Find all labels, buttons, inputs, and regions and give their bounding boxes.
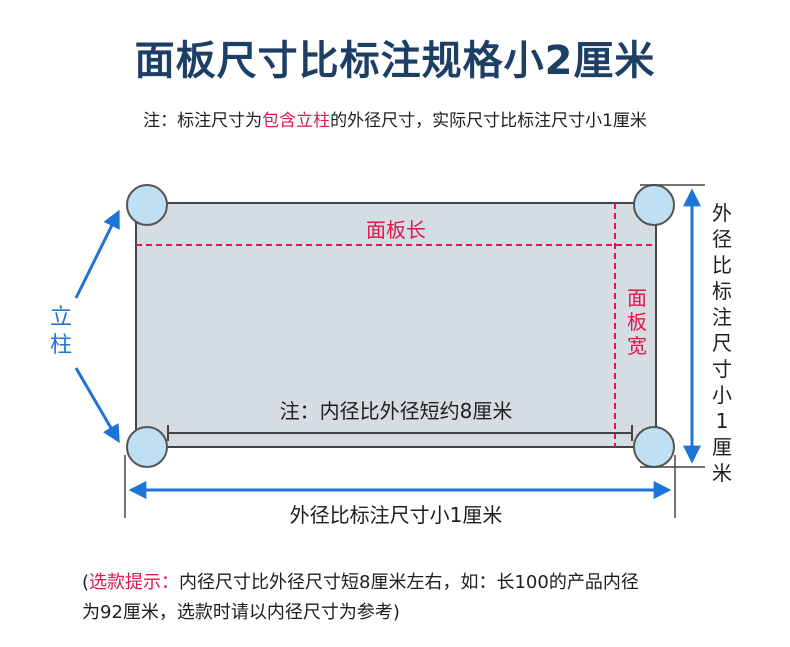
selection-tip: (选款提示：内径尺寸比外径尺寸短8厘米左右，如：长100的产品内径 为92厘米，… bbox=[82, 568, 762, 628]
note-prefix: 注：标注尺寸为 bbox=[143, 111, 263, 131]
post-label: 立柱 bbox=[49, 305, 72, 358]
post-top-right bbox=[633, 184, 675, 226]
outer-bottom-label: 外径比标注尺寸小1厘米 bbox=[290, 503, 503, 527]
post-arrow-down bbox=[74, 367, 120, 444]
note-line: 注：标注尺寸为包含立柱的外径尺寸，实际尺寸比标注尺寸小1厘米 bbox=[0, 106, 790, 131]
selection-tip-line-2: 为92厘米，选款时请以内径尺寸为参考) bbox=[82, 602, 400, 623]
panel-width-label: 面板宽 bbox=[627, 286, 647, 358]
tip-label: 选款提示： bbox=[89, 572, 180, 593]
page-title: 面板尺寸比标注规格小2厘米 bbox=[134, 38, 656, 84]
post-top-left bbox=[126, 184, 168, 226]
post-arrow-up bbox=[74, 209, 120, 299]
inner-diameter-note: 注：内径比外径短约8厘米 bbox=[280, 399, 513, 423]
tip-line1-text: 内径尺寸比外径尺寸短8厘米左右，如：长100的产品内径 bbox=[179, 572, 639, 593]
panel-length-label: 面板长 bbox=[366, 218, 426, 242]
post-bottom-left bbox=[126, 426, 168, 468]
note-highlight: 包含立柱 bbox=[262, 111, 331, 131]
note-suffix: 的外径尺寸，实际尺寸比标注尺寸小1厘米 bbox=[330, 111, 647, 131]
outer-right-label: 外径比标注尺寸小1厘米 bbox=[712, 201, 732, 485]
panel-rect bbox=[135, 202, 657, 448]
tip-open-paren: ( bbox=[82, 572, 90, 593]
post-bottom-right bbox=[633, 426, 675, 468]
selection-tip-line-1: (选款提示：内径尺寸比外径尺寸短8厘米左右，如：长100的产品内径 bbox=[82, 568, 762, 598]
